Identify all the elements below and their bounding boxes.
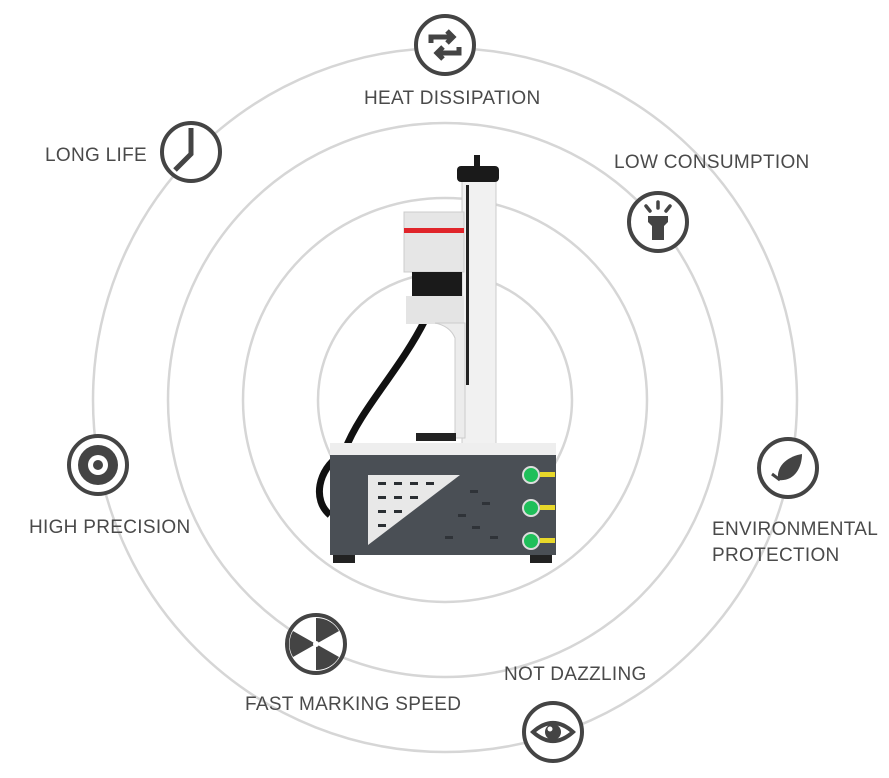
label-low-consumption: LOW CONSUMPTION [614,152,810,173]
label-fast-marking-speed: FAST MARKING SPEED [245,694,462,715]
eye-icon [522,701,584,763]
target-disc-icon [67,434,129,496]
label-heat-dissipation: HEAT DISSIPATION [364,88,541,109]
ring-2 [166,121,724,679]
label-not-dazzling: NOT DAZZLING [504,664,647,685]
label-high-precision: HIGH PRECISION [29,517,191,538]
clock-icon [160,121,222,183]
label-environmental: ENVIRONMENTAL [712,519,879,540]
flashlight-icon [627,191,689,253]
fan-icon [285,613,347,675]
control-buttons [522,466,555,550]
laser-marking-machine [316,155,556,563]
leaf-icon [757,437,819,499]
refresh-arrows-icon [414,14,476,76]
label-protection: PROTECTION [712,545,840,566]
ring-3 [241,196,649,604]
label-long-life: LONG LIFE [45,145,147,166]
